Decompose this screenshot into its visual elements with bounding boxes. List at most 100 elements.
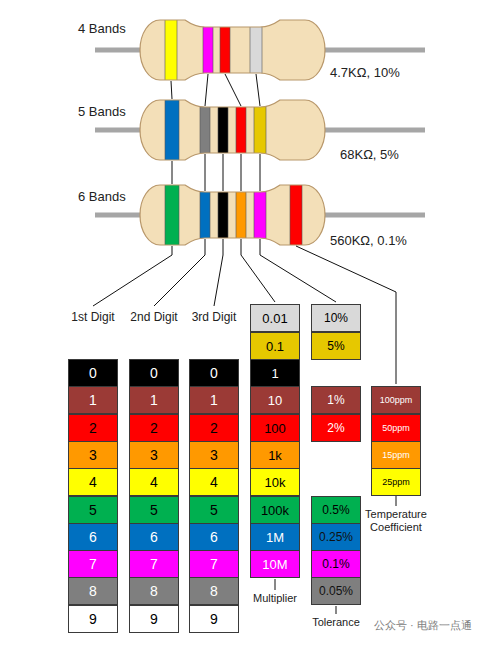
- color-cell: 1M: [250, 523, 300, 551]
- leader-line: [336, 606, 337, 614]
- cell-value: 0.25%: [319, 531, 353, 543]
- color-cell: 3: [189, 441, 239, 469]
- color-band: [165, 18, 177, 82]
- color-cell: 0: [129, 359, 179, 387]
- column-heading: Multiplier: [240, 592, 310, 605]
- cell-value: 1: [271, 367, 278, 380]
- cell-value: 10k: [265, 476, 286, 489]
- cell-value: 10: [268, 394, 282, 407]
- cell-value: 2%: [327, 422, 344, 434]
- cell-value: 4: [210, 475, 218, 489]
- leader-line: [256, 74, 260, 106]
- resistor-outline: [140, 185, 325, 245]
- color-cell: 2: [189, 414, 239, 442]
- leader-line: [225, 74, 241, 106]
- band-count: 5 Bands: [78, 105, 148, 120]
- resistor-outline: [140, 100, 325, 160]
- cell-value: 0: [150, 366, 158, 380]
- band-count: 6 Bands: [78, 190, 148, 205]
- color-cell: 2%: [311, 414, 361, 442]
- resistor-value: 68KΩ, 5%: [340, 148, 440, 163]
- cell-value: 0.5%: [322, 504, 349, 516]
- cell-value: 25ppm: [382, 478, 410, 487]
- cell-value: 5%: [327, 340, 344, 352]
- color-cell: 4: [129, 468, 179, 496]
- cell-value: 50ppm: [382, 424, 410, 433]
- cell-value: 0: [210, 366, 218, 380]
- color-cell: 25ppm: [371, 468, 421, 496]
- cell-value: 15ppm: [382, 451, 410, 460]
- color-cell: 8: [189, 577, 239, 605]
- cell-value: 6: [210, 530, 218, 544]
- color-cell: 5: [68, 496, 118, 524]
- cell-value: 10M: [262, 558, 287, 571]
- color-cell: 7: [129, 550, 179, 578]
- color-cell: 4: [68, 468, 118, 496]
- cell-value: 100: [264, 422, 286, 435]
- cell-value: 1%: [327, 394, 344, 406]
- color-cell: 9: [189, 605, 239, 633]
- cell-value: 7: [210, 557, 218, 571]
- leader-line: [396, 496, 397, 506]
- color-cell: 6: [129, 523, 179, 551]
- cell-value: 3: [210, 448, 218, 462]
- column-heading: 3rd Digit: [184, 311, 244, 325]
- cell-value: 0.1%: [322, 558, 349, 570]
- color-cell: 0.05%: [311, 577, 361, 605]
- color-cell: 10: [250, 386, 300, 414]
- color-cell: 2: [129, 414, 179, 442]
- color-band: [290, 183, 302, 247]
- color-cell: 0.1: [250, 332, 300, 360]
- cell-value: 2: [89, 421, 97, 435]
- cell-value: 0: [89, 366, 97, 380]
- column-heading: 1st Digit: [63, 311, 123, 325]
- resistor-value: 4.7KΩ, 10%: [330, 66, 440, 81]
- cell-value: 7: [89, 557, 97, 571]
- color-cell: 3: [68, 441, 118, 469]
- color-cell: 1: [129, 386, 179, 414]
- color-cell: 50ppm: [371, 414, 421, 442]
- watermark: 公众号 · 电路一点通: [374, 619, 494, 632]
- color-cell: 15ppm: [371, 441, 421, 469]
- color-cell: 6: [189, 523, 239, 551]
- color-cell: 0: [68, 359, 118, 387]
- color-cell: 5: [129, 496, 179, 524]
- cell-value: 100k: [261, 504, 289, 517]
- color-cell: 100ppm: [371, 386, 421, 414]
- leader-line: [171, 81, 172, 99]
- cell-value: 6: [150, 530, 158, 544]
- cell-value: 8: [210, 584, 218, 598]
- cell-value: 1: [210, 393, 218, 407]
- cell-value: 2: [210, 421, 218, 435]
- cell-value: 1: [89, 393, 97, 407]
- cell-value: 2: [150, 421, 158, 435]
- color-cell: 6: [68, 523, 118, 551]
- color-cell: 0.25%: [311, 523, 361, 551]
- color-band: [165, 98, 179, 162]
- color-cell: 5: [189, 496, 239, 524]
- leader-line: [93, 246, 172, 306]
- leader-line: [241, 154, 242, 191]
- cell-value: 0.01: [262, 312, 287, 325]
- color-cell: 7: [68, 550, 118, 578]
- color-cell: 1: [189, 386, 239, 414]
- leader-line: [260, 239, 336, 302]
- color-cell: 10k: [250, 468, 300, 496]
- band-count: 4 Bands: [78, 22, 148, 37]
- cell-value: 10%: [324, 312, 348, 324]
- cell-value: 0.05%: [319, 585, 353, 597]
- cell-value: 1: [150, 393, 158, 407]
- leader-line: [241, 239, 275, 302]
- color-cell: 0.5%: [311, 496, 361, 524]
- color-cell: 1k: [250, 441, 300, 469]
- color-cell: 0.01: [250, 304, 300, 332]
- cell-value: 8: [150, 584, 158, 598]
- leader-line: [205, 74, 208, 106]
- color-cell: 0.1%: [311, 550, 361, 578]
- cell-value: 5: [89, 503, 97, 517]
- cell-value: 5: [210, 503, 218, 517]
- leader-line: [172, 161, 173, 184]
- leader-line: [214, 239, 223, 306]
- resistor-outline: [140, 20, 325, 80]
